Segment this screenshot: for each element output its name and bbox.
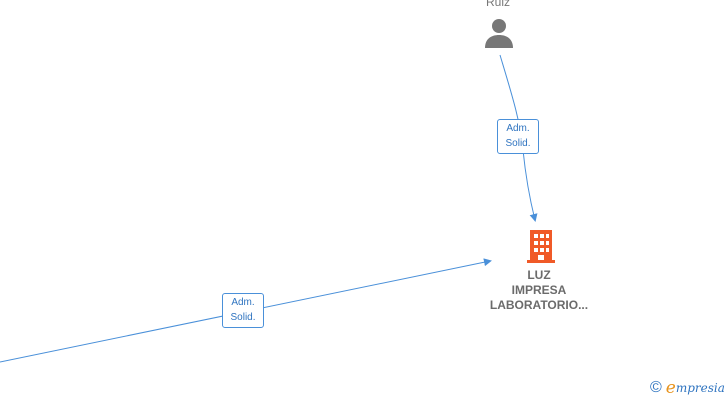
edge-label-person-company[interactable]: Adm. Solid. (497, 119, 539, 154)
edge-label-line1: Adm. (506, 123, 530, 134)
edge-label-line2: Solid. (230, 312, 256, 323)
edge-label-line1: Adm. (231, 297, 255, 308)
company-name[interactable]: LUZ IMPRESA LABORATORIO... (468, 268, 610, 313)
brand-logo-text: mpresia (675, 381, 725, 395)
company-name-line1: LUZ (527, 268, 551, 282)
brand-watermark: © e mpresia (650, 378, 725, 398)
edge-label-offscreen-company[interactable]: Adm. Solid. (222, 293, 264, 328)
copyright-icon: © (650, 379, 662, 396)
building-icon[interactable] (525, 228, 557, 264)
company-name-line2: IMPRESA (511, 283, 567, 297)
edge-label-line2: Solid. (505, 138, 531, 149)
company-name-line3: LABORATORIO... (489, 298, 589, 312)
brand-logo-letter: e (665, 378, 676, 398)
person-name[interactable]: Ruiz (485, 0, 510, 9)
person-icon[interactable] (483, 17, 515, 49)
